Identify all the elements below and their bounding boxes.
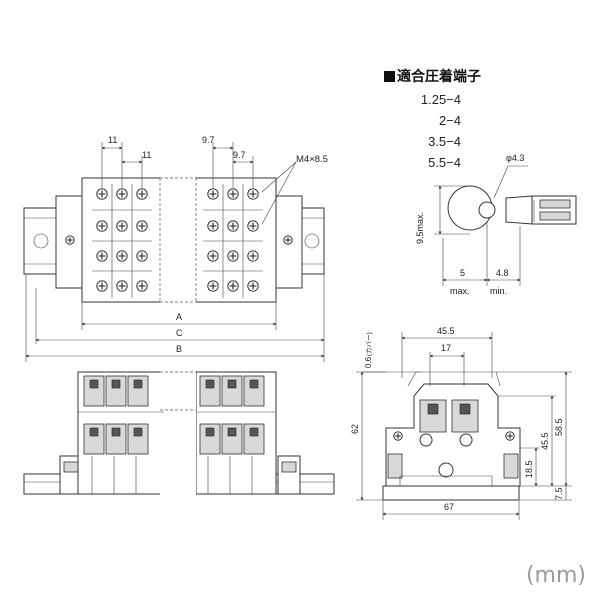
length-b-note: min. [490, 286, 507, 296]
dim-label-a: A [176, 312, 182, 322]
cover-note-label: (カバー) [365, 332, 373, 356]
title-square-icon [384, 71, 395, 82]
unit-label: (mm) [525, 563, 586, 588]
side-height-right-label: 58.5 [554, 418, 564, 436]
length-b-label: 4.8 [496, 268, 509, 278]
dim-label-c: C [176, 328, 183, 338]
pitch-label: 11 [142, 150, 151, 160]
side-rail [382, 485, 520, 501]
hole-diameter-label: φ4.3 [506, 153, 524, 163]
left-end-screw [65, 235, 75, 245]
terminal-size: 5.5−4 [428, 155, 461, 170]
right-end-screw [283, 235, 293, 245]
screw-size-label: M4×8.5 [296, 154, 328, 165]
side-height-mid-label: 45.5 [540, 432, 550, 450]
side-height-low-label: 18.5 [524, 460, 534, 478]
side-height-total-label: 62 [350, 424, 360, 434]
side-view: 45.5 17 0.6 (カバー) 62 58.5 45.5 18.5 7.5 … [350, 326, 572, 520]
dim-label-b: B [176, 344, 182, 354]
terminal-title-text: 適合圧着端子 [397, 69, 481, 85]
terminal-size: 2−4 [438, 113, 461, 128]
pitch-label: 9.7 [202, 135, 215, 145]
top-view: 11 11 9.7 9.7 M4×8.5 A C B [23, 135, 328, 362]
pitch-label: 11 [108, 135, 117, 145]
terminal-size: 3.5−4 [428, 134, 461, 149]
rail-height-label: 7.5 [554, 487, 564, 500]
pitch-label: 9.7 [233, 150, 246, 160]
side-width-base-label: 67 [444, 502, 454, 512]
length-a-label: 5 [460, 268, 465, 278]
terminal-title: 適合圧着端子 [384, 66, 481, 86]
length-a-note: max. [450, 286, 470, 296]
terminal-hole [478, 201, 496, 219]
crimp-terminal-detail: φ4.3 9.5max. 5 4.8 max. min. [415, 153, 577, 296]
width-label: 9.5max. [415, 212, 425, 244]
cover-gap-label: 0.6 [364, 356, 373, 368]
front-view [23, 370, 335, 496]
side-width-inner-label: 17 [441, 343, 451, 353]
terminal-size-list: 1.25−4 2−4 3.5−4 5.5−4 [398, 92, 461, 176]
terminal-size: 1.25−4 [420, 92, 461, 107]
side-width-top-label: 45.5 [437, 326, 455, 336]
front-terminals [83, 375, 265, 455]
